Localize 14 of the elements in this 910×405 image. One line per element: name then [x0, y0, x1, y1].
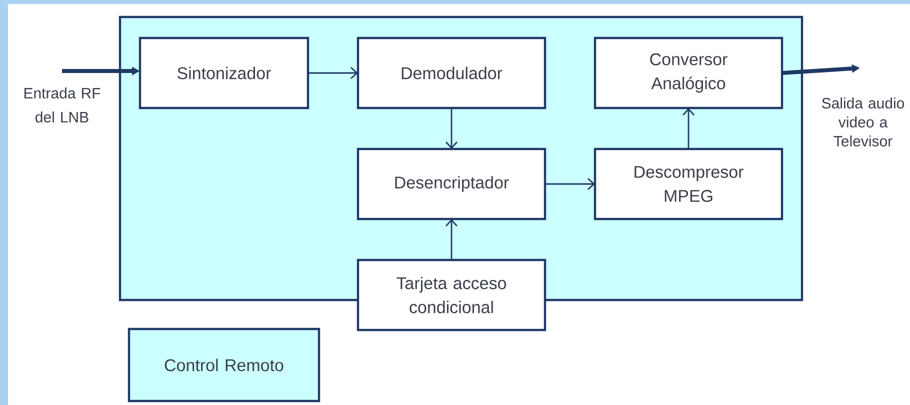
block-box: Sintonizador: [138, 36, 310, 110]
output-label: Salida audio video a Televisor: [822, 98, 904, 146]
arrow: [545, 178, 595, 190]
arrow: [308, 66, 358, 80]
block-box: Desencriptador: [356, 148, 546, 220]
block-box: Control Remoto: [128, 328, 320, 402]
block-box: Demodulador: [356, 36, 546, 110]
arrow: [445, 108, 458, 149]
arrow: [682, 108, 695, 149]
arrow: [445, 219, 458, 260]
input-label: Entrada RF del LNB: [24, 88, 100, 122]
block-box: Conversor Analógico: [594, 36, 784, 110]
block-box: Descompresor MPEG: [594, 148, 784, 220]
block-box: Tarjeta acceso condicional: [356, 258, 546, 332]
